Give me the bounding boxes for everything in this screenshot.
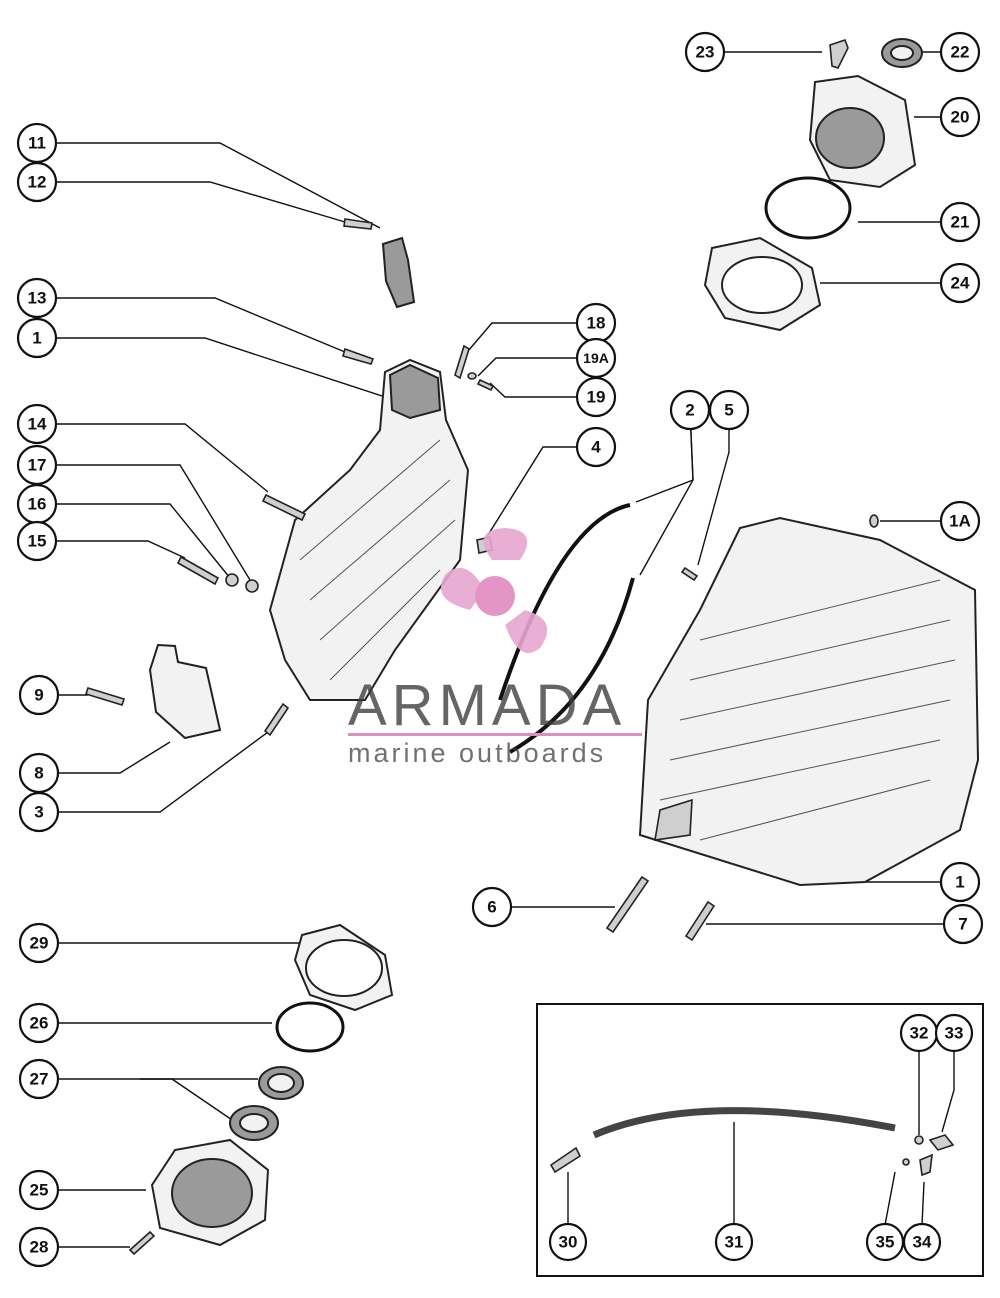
callout-11: 11 bbox=[16, 122, 58, 164]
svg-text:9: 9 bbox=[34, 686, 43, 705]
leader-lines bbox=[56, 51, 955, 1248]
callout-33: 33 bbox=[934, 1013, 974, 1053]
svg-text:20: 20 bbox=[951, 108, 970, 127]
callout-27: 27 bbox=[18, 1058, 60, 1100]
callout-13: 13 bbox=[16, 277, 58, 319]
callout-21: 21 bbox=[939, 201, 981, 243]
svg-text:32: 32 bbox=[910, 1024, 929, 1043]
callout-22: 22 bbox=[939, 31, 981, 73]
svg-text:19: 19 bbox=[587, 388, 606, 407]
callout-18: 18 bbox=[575, 302, 617, 344]
callout-19a: 19A bbox=[575, 337, 617, 379]
callout-2: 2 bbox=[669, 389, 711, 431]
svg-text:31: 31 bbox=[725, 1233, 744, 1252]
callout-12: 12 bbox=[16, 161, 58, 203]
callout-20: 20 bbox=[939, 96, 981, 138]
svg-text:29: 29 bbox=[30, 934, 49, 953]
svg-text:17: 17 bbox=[28, 456, 47, 475]
callout-26: 26 bbox=[18, 1002, 60, 1044]
callout-25: 25 bbox=[18, 1169, 60, 1211]
svg-text:28: 28 bbox=[30, 1238, 49, 1257]
callout-3: 3 bbox=[18, 791, 60, 833]
watermark-tagline: marine outboards bbox=[348, 738, 607, 768]
svg-text:11: 11 bbox=[28, 134, 46, 153]
callout-31: 31 bbox=[714, 1222, 754, 1262]
svg-text:34: 34 bbox=[913, 1233, 932, 1252]
callout-6: 6 bbox=[471, 886, 513, 928]
inset-box bbox=[536, 1003, 984, 1277]
svg-text:35: 35 bbox=[876, 1233, 895, 1252]
callout-16: 16 bbox=[16, 483, 58, 525]
callout-32: 32 bbox=[899, 1013, 939, 1053]
svg-text:1: 1 bbox=[955, 873, 964, 892]
svg-text:6: 6 bbox=[487, 898, 496, 917]
svg-text:7: 7 bbox=[958, 915, 967, 934]
svg-text:16: 16 bbox=[28, 495, 47, 514]
svg-text:15: 15 bbox=[28, 532, 47, 551]
callout-1-left: 1 bbox=[16, 317, 58, 359]
svg-text:21: 21 bbox=[951, 213, 970, 232]
parts bbox=[84, 38, 980, 1256]
svg-text:18: 18 bbox=[587, 314, 606, 333]
callout-35: 35 bbox=[865, 1222, 905, 1262]
svg-text:8: 8 bbox=[34, 764, 43, 783]
callout-23: 23 bbox=[684, 31, 726, 73]
callout-19: 19 bbox=[575, 376, 617, 418]
callout-7: 7 bbox=[942, 903, 984, 945]
callout-14: 14 bbox=[16, 403, 58, 445]
propeller-icon bbox=[440, 528, 548, 654]
callout-15: 15 bbox=[16, 520, 58, 562]
svg-text:24: 24 bbox=[951, 274, 970, 293]
svg-text:14: 14 bbox=[28, 415, 47, 434]
callout-29: 29 bbox=[18, 922, 60, 964]
svg-text:12: 12 bbox=[28, 173, 47, 192]
svg-text:4: 4 bbox=[591, 438, 601, 457]
svg-text:5: 5 bbox=[724, 401, 733, 420]
callout-9: 9 bbox=[18, 674, 60, 716]
svg-text:1A: 1A bbox=[949, 512, 971, 531]
callout-5: 5 bbox=[708, 389, 750, 431]
svg-text:23: 23 bbox=[696, 43, 715, 62]
svg-text:27: 27 bbox=[30, 1070, 49, 1089]
svg-text:19A: 19A bbox=[583, 350, 609, 366]
svg-text:1: 1 bbox=[32, 329, 41, 348]
svg-text:13: 13 bbox=[28, 289, 47, 308]
svg-text:33: 33 bbox=[945, 1024, 964, 1043]
svg-text:2: 2 bbox=[685, 401, 694, 420]
svg-text:3: 3 bbox=[34, 803, 43, 822]
callout-30: 30 bbox=[548, 1222, 588, 1262]
svg-text:25: 25 bbox=[30, 1181, 49, 1200]
callout-8: 8 bbox=[18, 752, 60, 794]
callout-4: 4 bbox=[575, 426, 617, 468]
callout-34: 34 bbox=[902, 1222, 942, 1262]
callout-24: 24 bbox=[939, 262, 981, 304]
watermark-divider bbox=[348, 733, 642, 736]
watermark-brand: ARMADA bbox=[348, 673, 627, 738]
svg-text:22: 22 bbox=[951, 43, 970, 62]
callout-1-right: 1 bbox=[939, 861, 981, 903]
svg-text:26: 26 bbox=[30, 1014, 49, 1033]
callout-1a: 1A bbox=[939, 500, 981, 542]
callouts: 11 12 13 1 14 17 16 15 9 8 3 18 19A 19 4… bbox=[16, 31, 984, 1268]
callout-17: 17 bbox=[16, 444, 58, 486]
svg-text:30: 30 bbox=[559, 1233, 578, 1252]
callout-28: 28 bbox=[18, 1226, 60, 1268]
